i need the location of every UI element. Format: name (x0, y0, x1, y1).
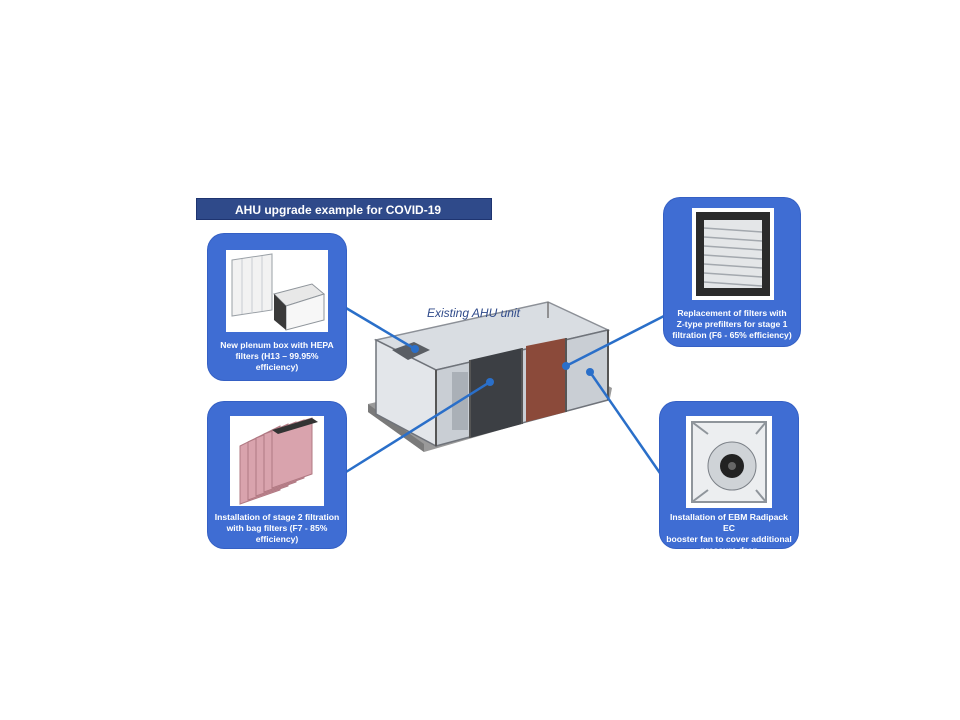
card-prefilters: Replacement of filters with Z-type prefi… (664, 198, 800, 346)
prefilter-image (692, 208, 774, 300)
ahu-bag-filter-section (470, 348, 522, 438)
connector-hepa (345, 306, 416, 351)
ec-fan-image (686, 416, 772, 508)
card-fan-caption: Installation of EBM Radipack EC booster … (666, 512, 792, 555)
connector-bag (345, 380, 491, 474)
card-bag-caption: Installation of stage 2 filtration with … (214, 512, 340, 544)
card-hepa-filters: New plenum box with HEPA filters (H13 – … (208, 234, 346, 380)
hepa-filter-image (226, 250, 328, 332)
card-hepa-caption: New plenum box with HEPA filters (H13 – … (220, 340, 334, 372)
connector-prefilter (565, 314, 665, 368)
ahu-hepa-plenum (392, 342, 430, 360)
card-bag-filters: Installation of stage 2 filtration with … (208, 402, 346, 548)
ahu-coil-section (526, 338, 566, 422)
card-ec-fan: Installation of EBM Radipack EC booster … (660, 402, 798, 555)
card-prefilter-caption: Replacement of filters with Z-type prefi… (672, 308, 792, 340)
connector-fan (588, 371, 664, 477)
ahu-label: Existing AHU unit (427, 306, 520, 320)
bag-filter-image (230, 416, 324, 506)
diagram-title: AHU upgrade example for COVID-19 prevent… (196, 198, 492, 239)
